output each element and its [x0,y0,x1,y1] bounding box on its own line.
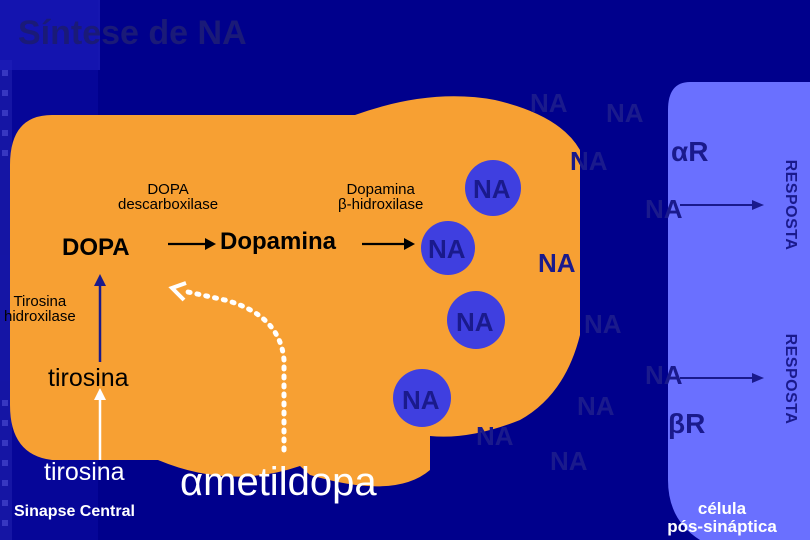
beta-receptor-label: βR [668,408,706,439]
tirosina-transport-arrow [94,388,106,460]
na-label: NA [530,88,568,118]
na-vesicles [393,160,521,427]
na-label: NA [645,360,683,390]
na-label: NA [606,98,644,128]
na-label: NA [550,446,588,476]
tirosina-to-dopa-arrow [94,274,106,362]
na-label: NA [577,391,615,421]
response-arrows [680,200,764,383]
tirosina-hidroxilase-label: Tirosina hidroxilase [4,293,76,325]
metildopa-label: αmetildopa [180,460,377,504]
dopa-label: DOPA [62,234,130,261]
beta-receptor-notch [615,340,668,418]
na-label: NA [645,194,683,224]
dopa-descarboxilase-label: DOPA descarboxilase [118,181,219,213]
sinapse-central-label: Sinapse Central [14,503,135,520]
resposta-top-label: RESPOSTA [782,159,799,251]
page-title: Síntese de NA [18,14,247,52]
na-label: NA [570,146,608,176]
tirosina-outside-label: tirosina [44,458,125,486]
na-label: NA [402,385,440,415]
postsynaptic-panel [668,82,810,540]
dopamina-hidroxilase-label: Dopamina β-hidroxilase [338,181,424,213]
alpha-receptor-notch [610,168,668,242]
na-label: NA [584,309,622,339]
celula-pos-sinaptica-label: célula pós-sináptica [667,499,777,536]
resposta-bottom-label: RESPOSTA [782,333,799,425]
na-label: NA [476,421,514,451]
left-decor-strip [0,60,12,540]
na-label: NA [456,307,494,337]
reaction-arrows [168,238,415,250]
na-label: NA [428,234,466,264]
metildopa-inhibition-path [168,281,287,453]
alpha-receptor-label: αR [671,136,709,167]
title-band [0,0,100,70]
na-label: NA [538,248,576,278]
na-label: NA [473,174,511,204]
dopamina-label: Dopamina [220,228,337,255]
tirosina-inside-label: tirosina [48,364,129,392]
